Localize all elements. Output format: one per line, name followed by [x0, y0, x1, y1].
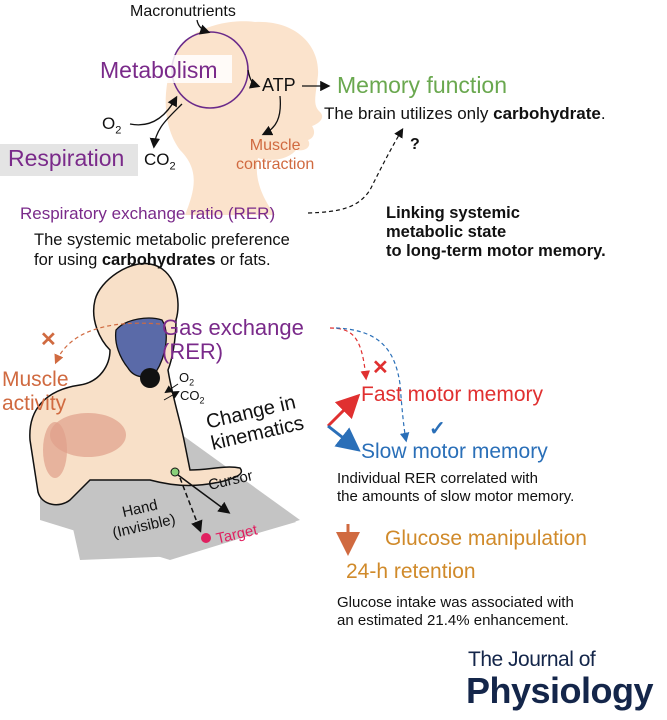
metabolism-label: Metabolism: [100, 57, 218, 83]
rer-title: Respiratory exchange ratio (RER): [20, 204, 276, 223]
glucose-desc-line1: Glucose intake was associated with: [337, 594, 574, 611]
rer-desc-line1: The systemic metabolic preference: [34, 231, 290, 249]
gas-exchange-label: Gas exchange (RER): [162, 316, 304, 364]
fast-memory-cross-icon: ✕: [372, 357, 389, 379]
brain-text: The brain utilizes only carbohydrate.: [324, 104, 606, 124]
mask-co2-sub: 2: [199, 395, 205, 406]
gas-exchange-line2: (RER): [162, 339, 224, 364]
muscle-contraction-label: Muscle contraction: [236, 136, 314, 174]
linking-line3: to long-term motor memory.: [386, 242, 606, 260]
co2-sub: 2: [169, 160, 176, 173]
mask-o2-o: O: [179, 370, 190, 385]
mask-co2-co: CO: [180, 388, 200, 403]
slow-memory-label: Slow motor memory: [361, 440, 548, 463]
retention-label: 24-h retention: [346, 560, 476, 583]
mask-co2-label: CO2: [180, 388, 205, 406]
atp-label: ATP: [262, 75, 296, 95]
glucose-desc-line2: an estimated 21.4% enhancement.: [337, 612, 569, 629]
linking-line1: Linking systemic: [386, 204, 520, 222]
question-mark: ?: [410, 136, 420, 153]
rer-desc-post: or fats.: [215, 251, 271, 269]
brain-text-post: .: [600, 104, 606, 123]
fast-memory-label: Fast motor memory: [361, 383, 544, 406]
head-silhouette: [165, 21, 323, 215]
slow-desc-line2: the amounts of slow motor memory.: [337, 488, 575, 505]
muscle-activity-line1: Muscle: [2, 368, 69, 391]
journal-logo-line1: The Journal of: [468, 648, 596, 671]
slow-desc-line1: Individual RER correlated with: [337, 470, 538, 487]
rer-desc-line2: for using carbohydrates or fats.: [34, 250, 290, 270]
journal-logo-line2: Physiology: [466, 670, 654, 711]
brain-text-bold: carbohydrate: [493, 104, 601, 123]
o2-label: O2: [102, 114, 121, 136]
linking-statement: Linking systemic metabolic state to long…: [386, 204, 606, 261]
muscle-activity-label: Muscle activity: [2, 368, 69, 416]
target-dot: [201, 533, 211, 543]
co2-co: CO: [144, 150, 170, 169]
macronutrients-label: Macronutrients: [130, 3, 236, 20]
respiration-label: Respiration: [8, 145, 125, 171]
o2-o: O: [102, 114, 116, 133]
memory-function-label: Memory function: [337, 72, 508, 98]
mask-o2-sub: 2: [189, 377, 195, 388]
respiration-highlight: [0, 144, 138, 176]
muscle-contraction-line1: Muscle: [249, 137, 301, 154]
rer-description: The systemic metabolic preference for us…: [34, 230, 290, 270]
mask-o2-label: O2: [179, 370, 194, 388]
muscle-activity-cross-icon: ✕: [40, 329, 57, 351]
slow-memory-check-icon: ✓: [429, 418, 446, 440]
brain-text-pre: The brain utilizes only: [324, 104, 494, 123]
muscle-activity-line2: activity: [2, 392, 67, 415]
slow-memory-description: Individual RER correlated with the amoun…: [337, 470, 574, 506]
glucose-manipulation-label: Glucose manipulation: [385, 527, 587, 550]
glucose-description: Glucose intake was associated with an es…: [337, 594, 574, 630]
o2-sub: 2: [115, 124, 122, 137]
rer-desc-bold: carbohydrates: [101, 251, 216, 269]
muscle-contraction-line2: contraction: [236, 156, 315, 173]
gas-exchange-line1: Gas exchange: [162, 315, 304, 340]
linking-line2: metabolic state: [386, 223, 507, 241]
co2-label: CO2: [144, 150, 176, 172]
rer-desc-pre: for using: [34, 251, 102, 269]
